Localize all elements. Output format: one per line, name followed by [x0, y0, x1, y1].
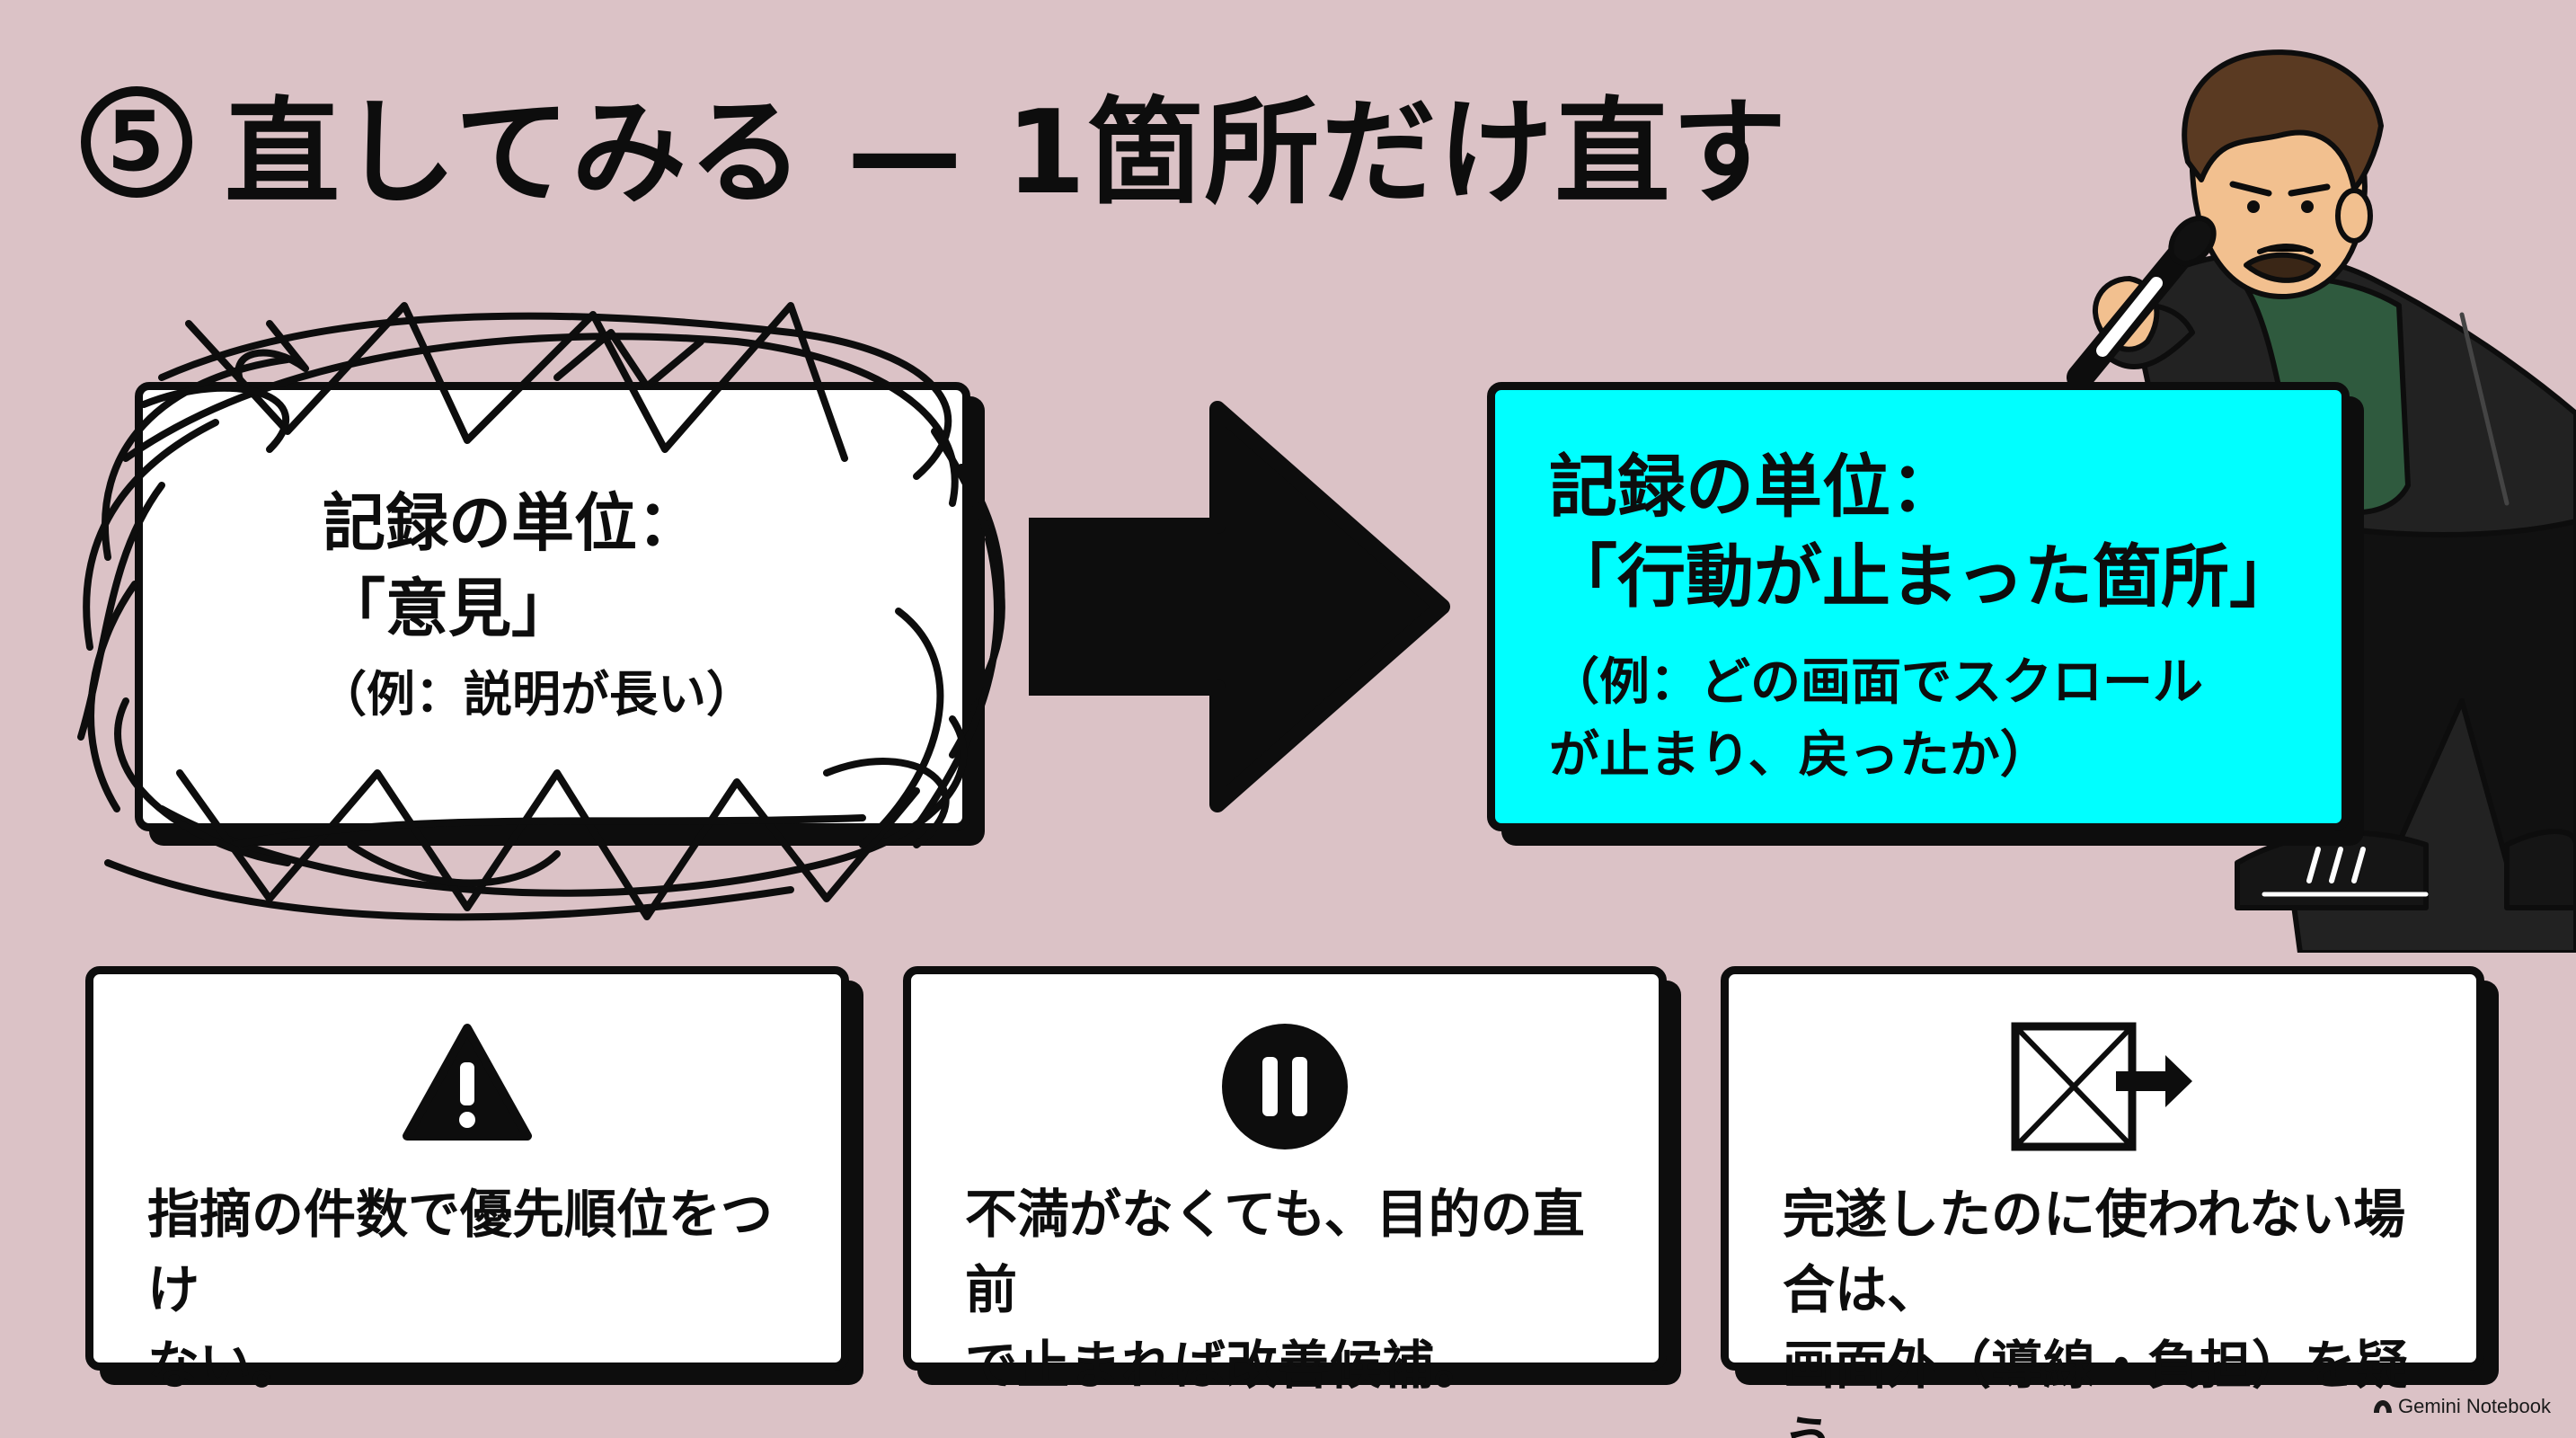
tip-card-1: 指摘の件数で優先順位をつけ ない。: [85, 966, 849, 1396]
before-box: 記録の単位： 「意見」 （例：説明が長い）: [135, 382, 970, 831]
before-label: 記録の単位：: [323, 486, 700, 560]
page-title-text: 直してみる — 1箇所だけ直す: [225, 85, 1789, 220]
tip-text-2: 不満がなくても、目的の直前 で止まれば改善候補。: [965, 1184, 1585, 1397]
box-exit-icon: [2011, 1022, 2192, 1151]
step-number-badge: 5: [81, 86, 192, 198]
after-box: 記録の単位： 「行動が止まった箇所」 （例：どの画面でスクロールが止まり、戻った…: [1487, 382, 2350, 831]
brand-watermark: Gemini Notebook: [2373, 1395, 2551, 1418]
after-value: 「行動が止まった箇所」: [1549, 537, 2297, 617]
page-title: 5 直してみる — 1箇所だけ直す: [81, 70, 1788, 220]
warning-icon: [403, 1024, 532, 1141]
before-example: （例：説明が長い）: [318, 666, 755, 723]
tip-text-1: 指摘の件数で優先順位をつけ ない。: [147, 1184, 774, 1397]
brand-name: Gemini Notebook: [2398, 1395, 2551, 1417]
transition-arrow-icon: [1029, 401, 1450, 812]
pause-icon: [1222, 1024, 1348, 1150]
tip-card-2: 不満がなくても、目的の直前 で止まれば改善候補。: [903, 966, 1667, 1396]
tip-card-3: 完遂したのに使われない場合は、 画面外（導線・負担）を疑う。: [1721, 966, 2484, 1438]
before-value: 「意見」: [323, 572, 574, 645]
after-example: （例：どの画面でスクロールが止まり、戻ったか）: [1549, 653, 2203, 786]
brand-logo-icon: [2374, 1400, 2393, 1413]
after-label: 記録の単位：: [1549, 447, 1959, 527]
tip-text-3: 完遂したのに使われない場合は、 画面外（導線・負担）を疑う。: [1783, 1184, 2409, 1438]
